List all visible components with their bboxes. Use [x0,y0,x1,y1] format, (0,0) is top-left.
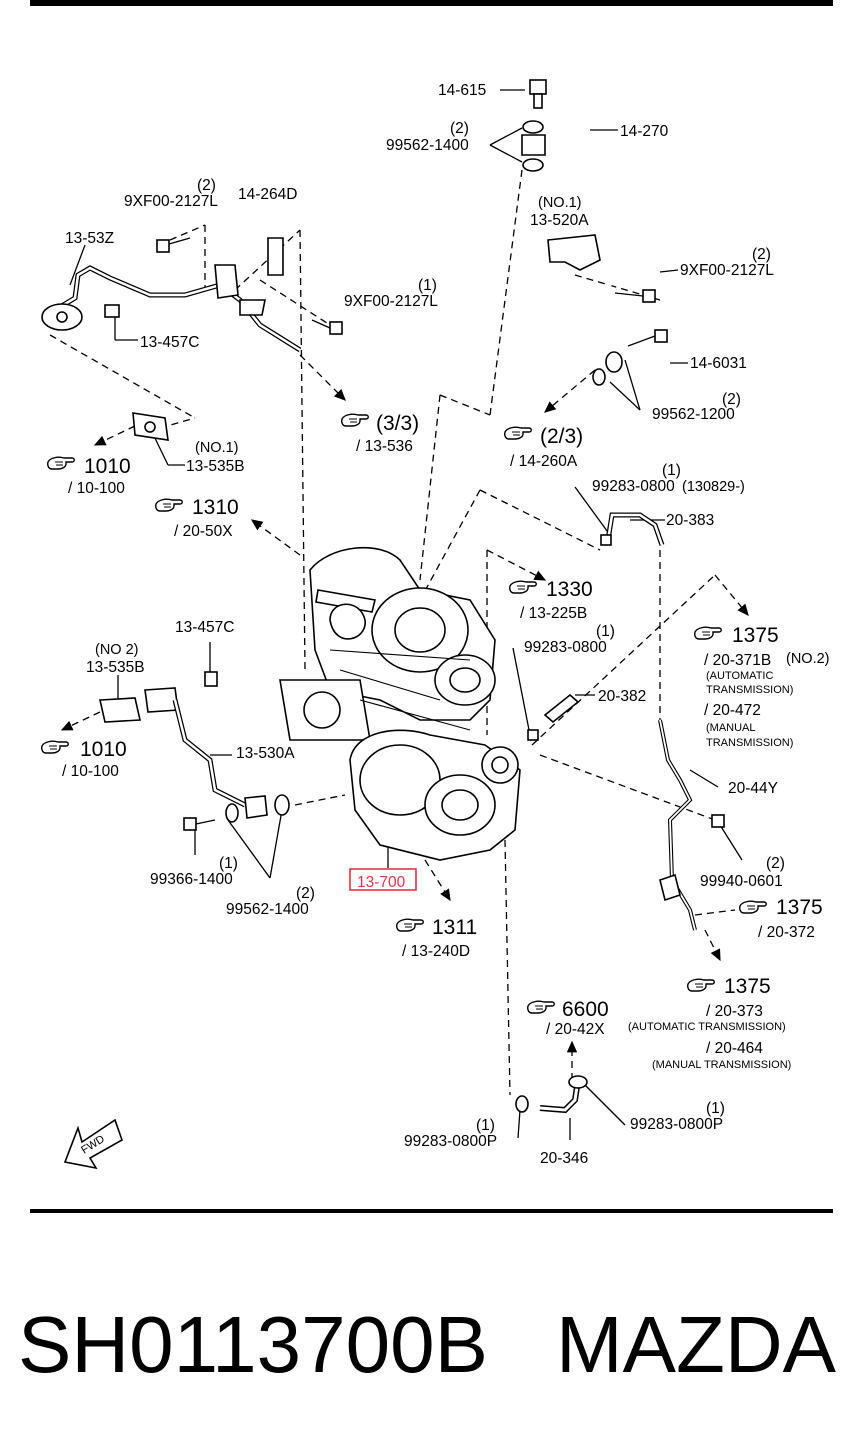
label-99283-0800p: 99283-0800P [404,1133,497,1150]
label-qty: (1) [476,1117,495,1134]
pointing-hand-icon [527,1000,555,1014]
label-9xf00-2127l: 9XF00-2127L [124,193,218,210]
label-13-53z: 13-53Z [65,230,114,247]
ref-1330: 1330 [546,578,593,601]
caption: SH0113700B MAZDA [0,1290,864,1400]
label-qty: (2) [722,391,741,408]
pointing-hand-icon [41,740,69,754]
ref-20-50x: / 20-50X [174,523,233,540]
label-14-6031: 14-6031 [690,355,747,372]
ref-20-371b: / 20-371B [704,652,771,669]
brand-name: MAZDA [556,1300,836,1389]
label-qty: (1) [706,1100,725,1117]
label-no2: (NO 2) [95,642,139,658]
label-qty: (2) [296,885,315,902]
pointing-hand-icon [509,580,537,594]
ref-1311: 1311 [432,916,477,939]
label-13-457c: 13-457C [140,334,199,351]
label-transmission: TRANSMISSION) [706,737,793,749]
pointing-hand-icon [341,413,369,427]
exploded-parts-diagram: 14-615 (2) 99562-1400 14-270 (2) 9XF00-2… [41,79,830,1170]
label-qty: (2) [197,177,216,194]
leader-lines [49,89,749,1140]
label-20-44y: 20-44Y [728,780,778,797]
label-14-270: 14-270 [620,123,669,140]
top-rule [30,0,833,6]
ref-1310: 1310 [192,496,239,519]
ref-20-42x: / 20-42X [546,1021,605,1038]
label-transmission: TRANSMISSION) [706,684,793,696]
part-number: SH0113700B [18,1300,488,1389]
ref-page-3-3: (3/3) [376,412,419,435]
label-13-700-highlighted[interactable]: 13-700 [357,874,406,891]
pointing-hand-icon [739,900,767,914]
label-manual-transmission: (MANUAL TRANSMISSION) [652,1059,791,1071]
pointing-hand-icon [155,498,183,512]
ref-1375: 1375 [776,896,823,919]
label-qty: (2) [450,120,469,137]
part-drawings [41,79,725,1170]
label-13-535b: 13-535B [186,458,245,475]
label-no1: (NO.1) [538,195,582,211]
label-no1: (NO.1) [195,440,239,456]
label-9xf00-2127l: 9XF00-2127L [344,293,438,310]
label-date-note: (130829-) [682,479,745,495]
ref-1375: 1375 [732,624,779,647]
ref-1375: 1375 [724,975,771,998]
label-qty: (1) [596,623,615,640]
label-13-520a: 13-520A [530,212,589,229]
ref-13-225b: / 13-225B [520,605,587,622]
turbocharger-drawing [279,546,521,861]
label-13-530a: 13-530A [236,745,295,762]
label-qty: (2) [752,246,771,263]
ref-13-240d: / 13-240D [402,943,470,960]
fwd-arrow-icon [63,1118,123,1170]
pointing-hand-icon [396,918,424,932]
part-labels: 14-615 (2) 99562-1400 14-270 (2) 9XF00-2… [62,82,830,1167]
ref-1010: 1010 [84,455,131,478]
ref-6600: 6600 [562,998,609,1021]
pointing-hand-icon [47,456,75,470]
label-99562-1400: 99562-1400 [386,137,469,154]
reference-hand-icons [41,413,767,1014]
label-manual: (MANUAL [706,722,756,734]
label-automatic: (AUTOMATIC [706,670,773,682]
ref-20-373: / 20-373 [706,1003,763,1020]
ref-10-100: / 10-100 [62,763,119,780]
label-20-383: 20-383 [666,512,714,529]
label-qty: (2) [766,855,785,872]
ref-20-372: / 20-372 [758,924,815,941]
ref-page-2-3: (2/3) [540,425,583,448]
label-9xf00-2127l: 9XF00-2127L [680,262,774,279]
label-14-264d: 14-264D [238,186,297,203]
label-99283-0800: 99283-0800 [524,639,607,656]
ref-10-100: / 10-100 [68,480,125,497]
label-20-346: 20-346 [540,1150,588,1167]
label-automatic-transmission: (AUTOMATIC TRANSMISSION) [628,1021,786,1033]
ref-13-536: / 13-536 [356,438,413,455]
label-13-457c: 13-457C [175,619,234,636]
highlight-box [349,868,417,891]
pointing-hand-icon [504,426,532,440]
label-20-382: 20-382 [598,688,646,705]
label-99562-1400: 99562-1400 [226,901,309,918]
ref-20-472: / 20-472 [704,702,761,719]
pointing-hand-icon [694,626,722,640]
label-qty: (1) [219,855,238,872]
bottom-rule [30,1209,833,1213]
label-99562-1200: 99562-1200 [652,406,735,423]
label-13-535b: 13-535B [86,659,145,676]
label-99940-0601: 99940-0601 [700,873,783,890]
label-99283-0800p: 99283-0800P [630,1116,723,1133]
label-99366-1400: 99366-1400 [150,871,233,888]
label-no2: (NO.2) [786,651,830,667]
ref-14-260a: / 14-260A [510,453,578,470]
label-99283-0800: 99283-0800 [592,478,675,495]
label-qty: (1) [662,462,681,479]
ref-1010: 1010 [80,738,127,761]
label-14-615: 14-615 [438,82,486,99]
label-qty: (1) [418,277,437,294]
pointing-hand-icon [687,978,715,992]
ref-20-464: / 20-464 [706,1040,763,1057]
